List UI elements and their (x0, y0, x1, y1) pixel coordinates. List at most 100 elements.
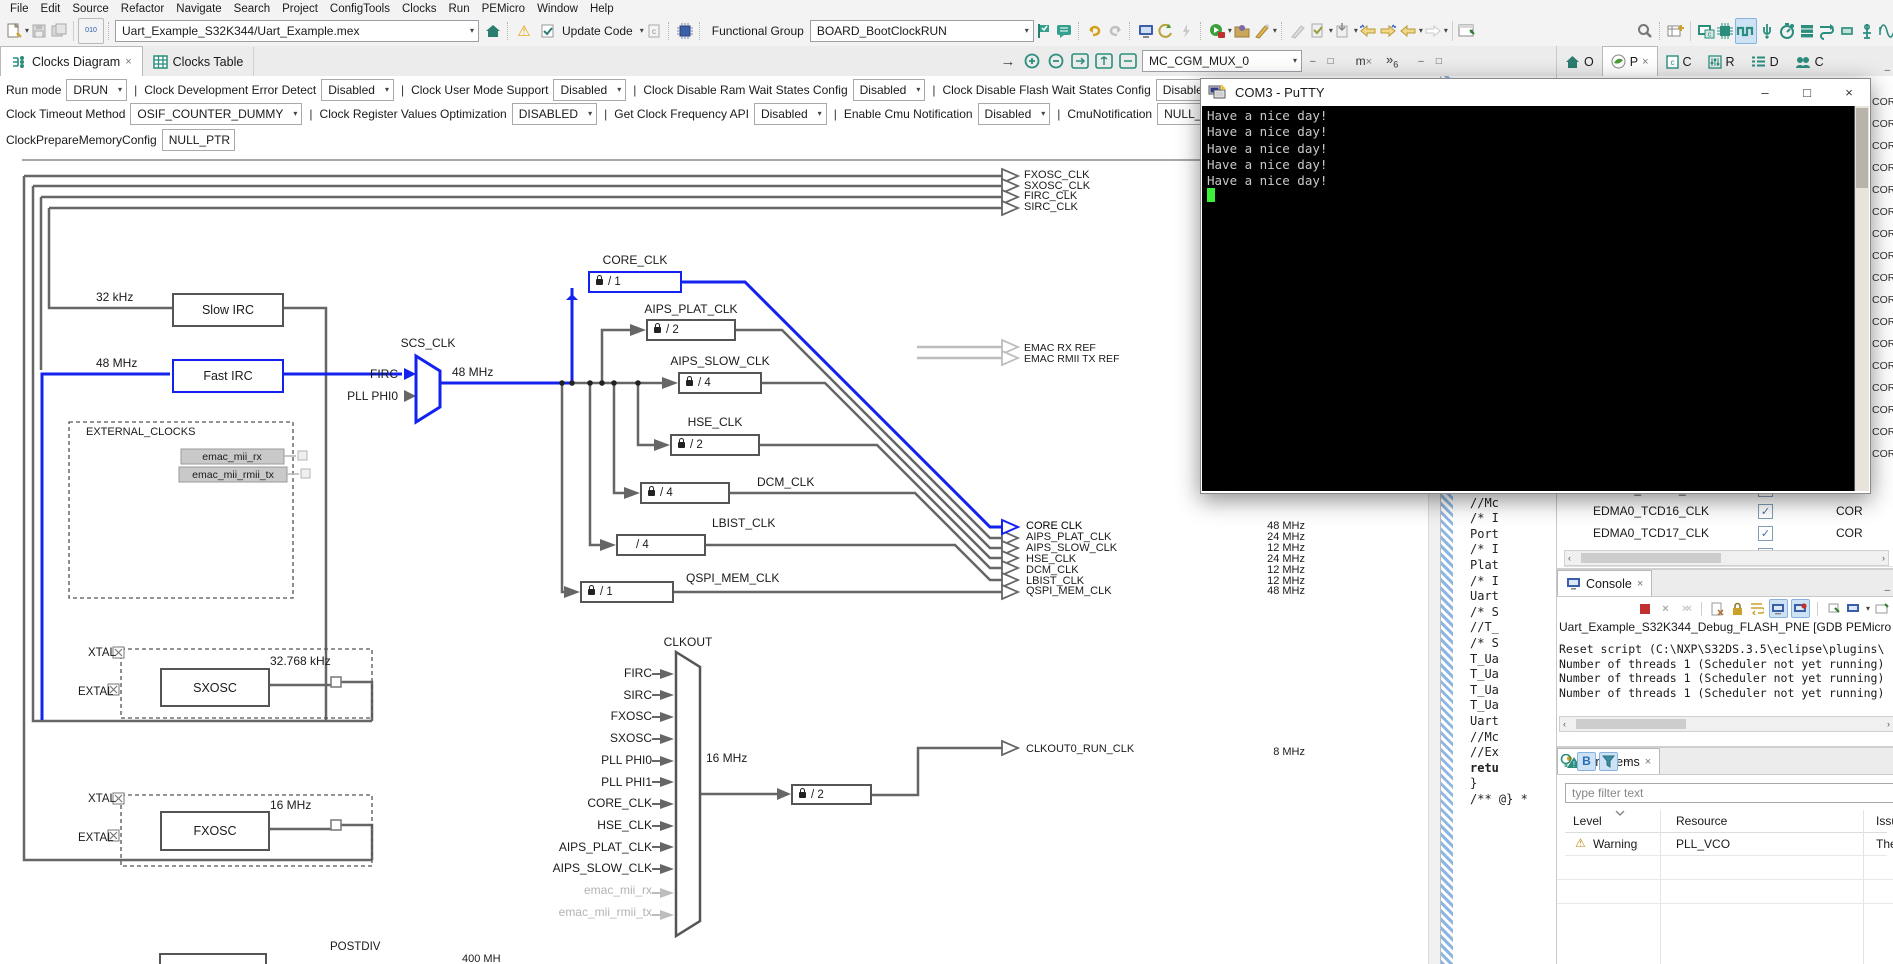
pin-console-icon[interactable] (1769, 599, 1788, 618)
setting-value-control[interactable]: Disabled ▾ (321, 79, 394, 101)
zoom-out-icon[interactable] (1046, 49, 1066, 73)
scroll-left-icon[interactable]: ‹ (1565, 553, 1571, 563)
column-level[interactable]: Level (1573, 814, 1602, 828)
pinconfig-tool-icon[interactable] (1857, 19, 1877, 43)
clear-console-icon[interactable] (1709, 600, 1726, 617)
putty-window[interactable]: COM3 - PuTTY – □ × Have a nice day!Have … (1200, 78, 1871, 494)
fit-height-icon[interactable] (1118, 49, 1138, 73)
memory-tool-icon[interactable] (1797, 19, 1817, 43)
chevron-down-icon[interactable]: ▾ (1866, 605, 1870, 613)
external-clocks-group[interactable] (69, 422, 293, 598)
mux-combo[interactable]: MC_CGM_MUX_0▾ (1142, 50, 1302, 72)
qspi-divider[interactable]: / 1 (580, 581, 674, 603)
setting-value-control[interactable]: Disabled ▾ (754, 103, 827, 125)
group-by-button[interactable]: B (1577, 752, 1596, 771)
forward-icon[interactable] (1423, 19, 1443, 43)
sxosc-block[interactable]: SXOSC (160, 668, 270, 707)
validate-doc-icon[interactable] (1308, 19, 1328, 43)
flag-icon[interactable] (1034, 19, 1054, 43)
functional-group-combo[interactable]: BOARD_BootClockRUN▾ (810, 20, 1034, 42)
setting-value-control[interactable]: NULL_PTR ▾ (162, 129, 235, 151)
setting-value-control[interactable]: Disabled ▾ (553, 79, 626, 101)
menu-item[interactable]: Run (443, 3, 476, 15)
zoom-in-icon[interactable] (1022, 49, 1042, 73)
column-divider[interactable] (1660, 810, 1661, 964)
clock-table-row[interactable]: EDMA0_TCD16_CLK ✓ COR (1564, 500, 1893, 523)
tab-clocks-view[interactable]: c C (1658, 47, 1700, 76)
filter-icon[interactable] (1599, 752, 1618, 771)
setting-value-control[interactable]: OSIF_COUNTER_DUMMY ▾ (130, 103, 302, 125)
terminate-icon[interactable] (1637, 600, 1654, 617)
aips-plat-divider[interactable]: / 2 (646, 319, 736, 341)
menu-item[interactable]: ConfigTools (324, 3, 396, 15)
show-on-output-icon[interactable] (1791, 599, 1810, 618)
menu-item[interactable]: PEMicro (476, 3, 531, 15)
fit-page-icon[interactable] (1070, 49, 1090, 73)
maximize-button[interactable]: □ (1786, 80, 1828, 105)
menu-item[interactable]: Window (531, 3, 584, 15)
menu-item[interactable]: Refactor (115, 3, 170, 15)
setting-value-control[interactable]: DISABLED ▾ (512, 103, 597, 125)
chip-icon[interactable] (675, 19, 695, 43)
minimize-icon[interactable]: – (1414, 56, 1428, 67)
fast-irc-block[interactable]: Fast IRC (172, 359, 284, 393)
update-code-button[interactable]: Update Code ▾ (540, 19, 644, 43)
quick-fix-icon[interactable] (1557, 753, 1574, 770)
open-folder-icon[interactable] (1232, 19, 1252, 43)
view-overflow-button[interactable]: »6 (1386, 52, 1398, 70)
undo-icon[interactable] (1085, 19, 1105, 43)
comment-icon[interactable] (1054, 19, 1074, 43)
console-hscrollbar[interactable]: ‹ › (1559, 716, 1893, 732)
maximize-icon[interactable]: □ (1432, 56, 1446, 67)
save-icon[interactable] (29, 19, 49, 43)
c-file-icon[interactable]: c (644, 19, 664, 43)
scroll-right-icon[interactable]: › (1887, 719, 1893, 729)
close-icon[interactable]: × (125, 56, 131, 68)
home-icon[interactable] (483, 19, 503, 43)
tab-console[interactable]: Console × (1557, 570, 1652, 596)
slow-irc-block[interactable]: Slow IRC (172, 293, 284, 327)
remove-all-launches-icon[interactable]: ×× (1677, 600, 1694, 617)
tab-overview[interactable]: O (1557, 47, 1602, 76)
tab-registers[interactable]: R (1700, 47, 1743, 76)
menu-item[interactable]: Clocks (396, 3, 443, 15)
column-divider[interactable] (1863, 810, 1864, 964)
lightning-icon[interactable] (1176, 19, 1196, 43)
debug-run-icon[interactable] (1207, 19, 1227, 43)
clock-table-hscrollbar[interactable]: ‹ › (1564, 550, 1889, 566)
device-tool-icon[interactable] (1837, 19, 1857, 43)
warning-icon[interactable]: ⚠ (514, 19, 534, 43)
open-console-icon[interactable] (1873, 600, 1890, 617)
minimize-icon[interactable]: – (1306, 56, 1320, 67)
putty-terminal[interactable]: Have a nice day!Have a nice day!Have a n… (1202, 106, 1869, 491)
pin-editor-icon[interactable] (1457, 19, 1477, 43)
minimize-icon[interactable]: – (1880, 585, 1893, 596)
minimize-button[interactable]: – (1744, 80, 1786, 105)
menu-item[interactable]: Search (228, 3, 276, 15)
putty-title-bar[interactable]: COM3 - PuTTY – □ × (1201, 79, 1870, 105)
disabled-pen-icon[interactable] (1288, 19, 1308, 43)
clock-table-row[interactable]: EDMA0_TCD17_CLK ✓ COR (1564, 522, 1893, 545)
lbist-divider[interactable]: / 4 (616, 534, 706, 556)
clkout-divider[interactable]: / 2 (791, 784, 872, 805)
export-doc-icon[interactable] (1333, 19, 1353, 43)
menu-item[interactable]: Source (66, 3, 114, 15)
add-table-icon[interactable] (1666, 19, 1686, 43)
save-all-icon[interactable] (49, 19, 69, 43)
menu-item[interactable]: Help (584, 3, 620, 15)
tab-clocks-diagram[interactable]: Clocks Diagram × (0, 46, 143, 76)
go-arrow-icon[interactable]: → (998, 49, 1018, 73)
menu-item[interactable]: File (4, 3, 35, 15)
pin-icon[interactable] (1825, 600, 1842, 617)
tab-peripherals-view[interactable]: C (1787, 47, 1832, 76)
scs-mux[interactable] (416, 356, 440, 422)
fit-width-icon[interactable] (1094, 49, 1114, 73)
pins-tool-icon[interactable] (1715, 19, 1735, 43)
menu-item[interactable]: Project (276, 3, 324, 15)
overview-tool-icon[interactable]: c (1695, 19, 1715, 43)
scroll-lock-icon[interactable] (1729, 600, 1746, 617)
fxosc-block[interactable]: FXOSC (160, 811, 270, 851)
new-wizard-icon[interactable] (4, 19, 24, 43)
minimize-icon[interactable]: – (1621, 756, 1635, 767)
timer-tool-icon[interactable] (1777, 19, 1797, 43)
